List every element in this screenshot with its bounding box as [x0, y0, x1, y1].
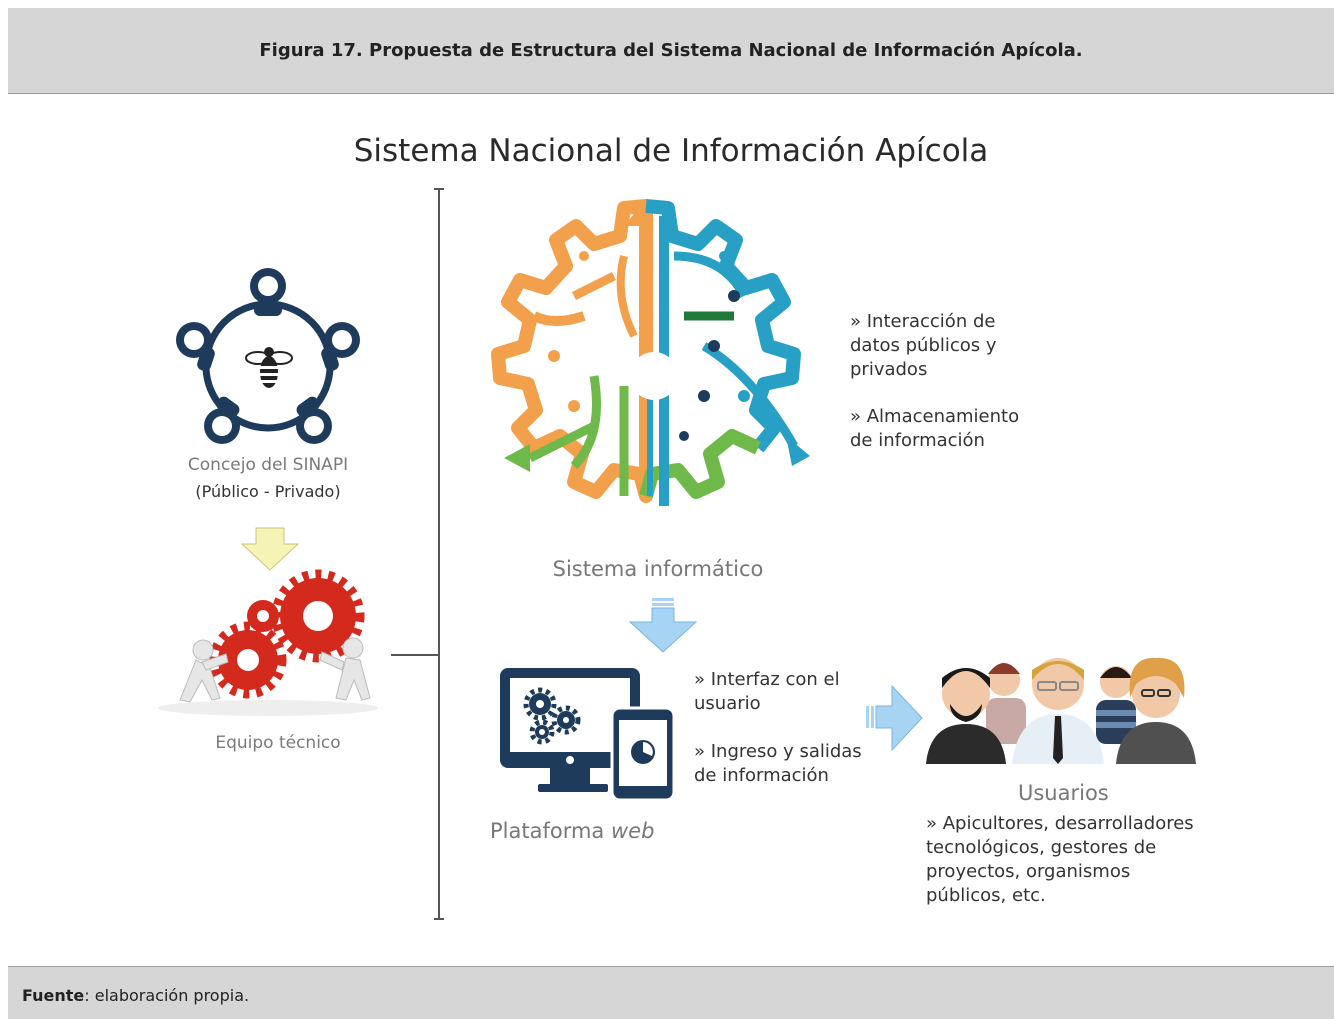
monitor-gears-icon — [500, 668, 676, 802]
council-label: Concejo del SINAPI — [187, 455, 349, 475]
council-sublabel: (Público - Privado) — [195, 482, 341, 501]
platform-note-1: » Interfaz con el — [694, 669, 840, 690]
users-label: Usuarios — [1018, 781, 1109, 805]
platform-note-2: usuario — [694, 693, 761, 714]
footer-source: Fuente: elaboración propia. — [22, 986, 249, 1005]
system-notes: » Interacción de datos públicos y privad… — [850, 310, 1019, 453]
divider-vertical — [434, 188, 444, 920]
down-arrow-icon — [240, 527, 300, 571]
system-note-4: » Almacenamiento — [850, 406, 1020, 427]
system-note-5: de información — [850, 430, 985, 451]
users-note-3: proyectos, organismos — [926, 861, 1131, 882]
down-arrow-icon — [628, 598, 698, 653]
brain-gear-icon — [491, 199, 810, 506]
platform-notes: » Interfaz con el usuario » Ingreso y sa… — [694, 668, 862, 788]
platform-note-4: de información — [694, 765, 829, 786]
platform-note-3: » Ingreso y salidas — [694, 741, 862, 762]
figure-frame: Figura 17. Propuesta de Estructura del S… — [8, 8, 1334, 1019]
footer-source-text: : elaboración propia. — [84, 986, 250, 1005]
divider-horizontal — [391, 654, 439, 656]
people-circle-icon — [176, 268, 360, 444]
system-note-1: » Interacción de — [850, 311, 996, 332]
platform-label-text: Plataforma — [490, 819, 611, 843]
system-note-2: datos públicos y — [850, 335, 997, 356]
users-group-icon — [926, 657, 1196, 764]
system-note-3: privados — [850, 359, 928, 380]
platform-label-web: web — [610, 819, 655, 843]
users-note-1: » Apicultores, desarrolladores — [926, 813, 1194, 834]
gears-team-icon — [158, 569, 378, 716]
users-note-2: tecnológicos, gestores de — [926, 837, 1157, 858]
footer-bar: Fuente: elaboración propia. — [8, 966, 1334, 1019]
users-note-4: públicos, etc. — [926, 885, 1046, 906]
diagram-title: Sistema Nacional de Información Apícola — [353, 133, 989, 169]
team-label: Equipo técnico — [215, 733, 341, 753]
footer-source-label: Fuente — [22, 986, 85, 1005]
right-arrow-icon — [866, 684, 923, 752]
platform-label: Plataforma web — [490, 819, 654, 843]
figure-caption: Figura 17. Propuesta de Estructura del S… — [259, 40, 1083, 61]
caption-bar: Figura 17. Propuesta de Estructura del S… — [8, 8, 1334, 94]
bee-icon — [245, 347, 293, 388]
system-label: Sistema informático — [552, 557, 764, 581]
users-notes: » Apicultores, desarrolladores tecnológi… — [926, 812, 1194, 908]
